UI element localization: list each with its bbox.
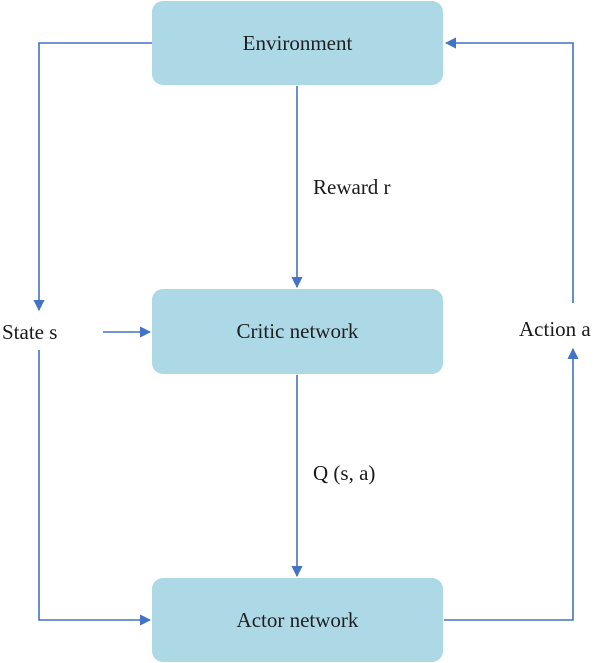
state-label: State s bbox=[2, 320, 58, 344]
environment-label: Environment bbox=[242, 30, 353, 55]
actor-network-node: Actor network bbox=[152, 578, 443, 662]
q-value-label: Q (s, a) bbox=[313, 461, 376, 485]
critic-network-node: Critic network bbox=[152, 289, 443, 374]
action-label: Action a bbox=[519, 317, 591, 341]
environment-to-state-arrow bbox=[33, 42, 152, 312]
action-to-environment-arrow bbox=[444, 37, 574, 303]
actor-network-label: Actor network bbox=[236, 607, 359, 632]
actor-to-action-arrow bbox=[444, 347, 579, 621]
environment-node: Environment bbox=[152, 1, 443, 85]
critic-network-label: Critic network bbox=[236, 319, 359, 343]
reward-label: Reward r bbox=[313, 175, 391, 199]
state-to-actor-arrow bbox=[38, 350, 152, 626]
